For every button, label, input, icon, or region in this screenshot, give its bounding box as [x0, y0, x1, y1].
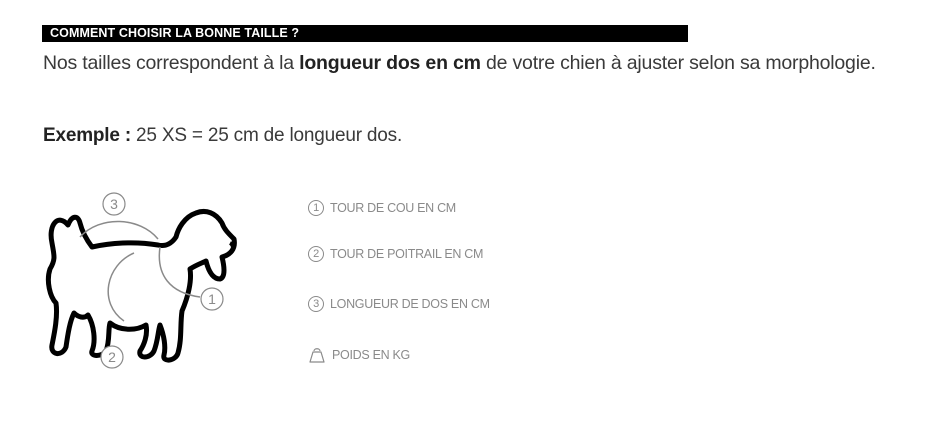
dog-outline	[45, 208, 237, 363]
example-label: Exemple :	[43, 125, 131, 146]
intro-suffix: de votre chien à ajuster selon sa morpho…	[480, 52, 876, 74]
intro-prefix: Nos tailles correspondent à la	[43, 52, 300, 74]
weight-icon	[309, 348, 325, 363]
intro-text: Nos tailles correspondent à la longueur …	[43, 52, 876, 75]
legend-item-back: 3 LONGUEUR DE DOS EN CM	[308, 296, 490, 312]
dog-nose	[228, 241, 235, 255]
section-title-bar: COMMENT CHOISIR LA BONNE TAILLE ?	[42, 25, 688, 42]
legend-label: TOUR DE COU EN CM	[330, 201, 456, 215]
legend-item-chest: 2 TOUR DE POITRAIL EN CM	[308, 246, 483, 262]
marker-1: 1	[200, 287, 224, 311]
svg-text:2: 2	[108, 349, 116, 365]
back-length-arrow	[79, 220, 159, 240]
example-value: 25 XS = 25 cm de longueur dos.	[130, 125, 403, 146]
section-title: COMMENT CHOISIR LA BONNE TAILLE ?	[50, 26, 300, 40]
legend-item-neck: 1 TOUR DE COU EN CM	[308, 200, 456, 216]
legend-label: LONGUEUR DE DOS EN CM	[330, 297, 490, 311]
legend-label: POIDS EN KG	[332, 348, 410, 362]
legend-label: TOUR DE POITRAIL EN CM	[330, 247, 484, 261]
number-1-icon: 1	[308, 200, 324, 216]
chest-arrow	[107, 252, 135, 322]
marker-2: 2	[100, 345, 124, 369]
intro-emphasis: longueur dos en cm	[299, 52, 481, 74]
number-2-icon: 2	[308, 246, 324, 262]
example-text: Exemple : 25 XS = 25 cm de longueur dos.	[43, 125, 402, 147]
legend-item-weight: POIDS EN KG	[308, 346, 410, 364]
neck-arrow	[158, 246, 201, 298]
svg-text:1: 1	[208, 291, 216, 307]
dog-measurement-diagram: 3 1 2	[45, 192, 237, 369]
svg-text:3: 3	[110, 196, 118, 212]
marker-3: 3	[102, 192, 126, 216]
number-3-icon: 3	[308, 296, 324, 312]
